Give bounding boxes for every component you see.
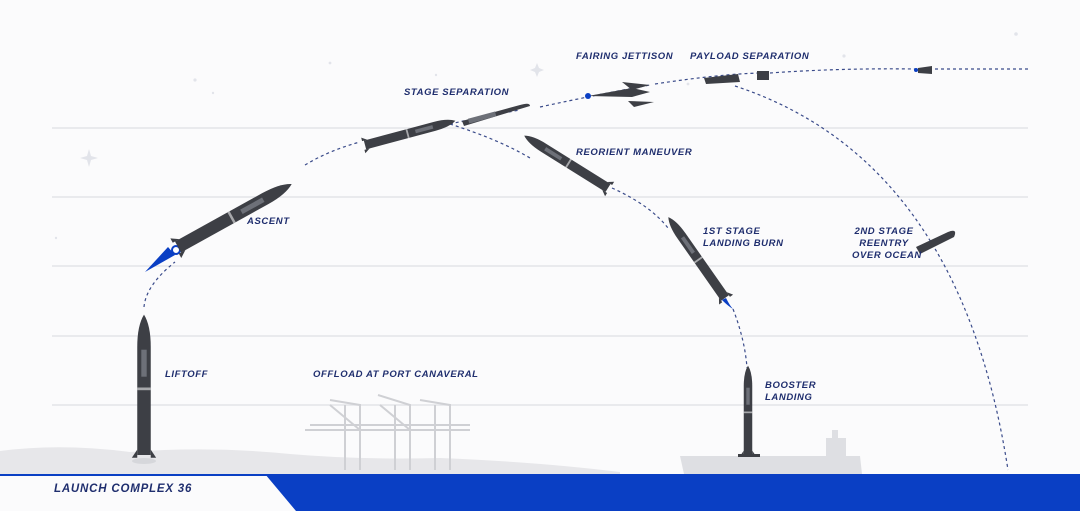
payload-separation-icon — [704, 66, 932, 84]
label-reentry-line3: OVER OCEAN — [852, 250, 922, 261]
label-reentry: 2ND STAGE REENTRY OVER OCEAN — [852, 226, 922, 262]
label-landing-burn-line1: 1ST STAGE — [703, 226, 761, 237]
footer-stripe — [0, 474, 1080, 511]
grid-lines — [52, 127, 1028, 406]
label-landing-burn-line2: LANDING BURN — [703, 238, 784, 249]
label-fairing-jettison: FAIRING JETTISON — [576, 51, 674, 62]
label-booster-landing-line2: LANDING — [765, 392, 813, 403]
booster-landed-icon — [738, 365, 760, 457]
booster-landing-burn-icon — [661, 212, 734, 309]
label-payload-separation: PAYLOAD SEPARATION — [690, 51, 810, 62]
ground-terrain — [0, 447, 620, 475]
label-offload: OFFLOAD AT PORT CANAVERAL — [313, 369, 479, 380]
second-stage-reentry-icon — [916, 230, 956, 254]
stage-separation-icon — [361, 103, 530, 154]
label-stage-separation: STAGE SEPARATION — [404, 87, 510, 98]
ship-icon — [680, 430, 862, 474]
label-reentry-line1: 2ND STAGE — [854, 226, 914, 237]
label-booster-landing: BOOSTER LANDING — [765, 380, 816, 404]
label-reentry-line2: REENTRY — [859, 238, 909, 249]
rocket-ascent-icon — [145, 174, 298, 272]
sparkle-icons — [54, 32, 1018, 240]
trajectory-paths — [143, 68, 1030, 471]
fairing-jettison-icon — [585, 82, 654, 107]
label-ascent: ASCENT — [247, 216, 290, 227]
label-liftoff: LIFTOFF — [165, 369, 209, 380]
label-booster-landing-line1: BOOSTER — [765, 380, 817, 391]
booster-reorient-icon — [519, 128, 615, 197]
launch-site-label: LAUNCH COMPLEX 36 — [54, 483, 193, 495]
label-reorient-maneuver: REORIENT MANEUVER — [576, 147, 693, 158]
label-landing-burn: 1ST STAGE LANDING BURN — [703, 226, 784, 250]
port-cranes-icon — [305, 394, 470, 470]
rocket-liftoff-icon — [131, 314, 157, 464]
